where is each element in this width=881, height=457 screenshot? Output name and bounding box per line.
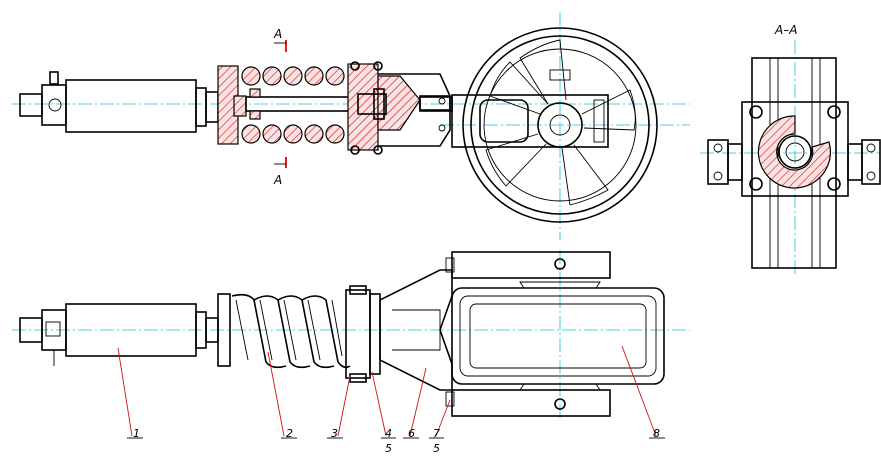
yoke-side-bars — [451, 251, 611, 417]
section-a-a-view: A–A — [700, 23, 881, 275]
callout-5-right: 5 — [433, 442, 440, 455]
callout-5-left: 5 — [385, 442, 392, 455]
callout-numbers: 1 2 3 4 5 6 7 5 8 — [133, 427, 660, 455]
yoke-top — [451, 94, 609, 148]
section-cut-marks: A A — [273, 27, 287, 187]
idler-wheel-plan — [451, 281, 665, 391]
spring-section-top — [217, 61, 451, 155]
callout-7: 7 — [433, 427, 440, 440]
callout-2: 2 — [286, 427, 293, 440]
cut-mark-a-top: A — [273, 27, 282, 41]
hydraulic-cylinder-top — [19, 71, 219, 133]
idler-wheel-top — [462, 27, 658, 223]
callout-6: 6 — [408, 427, 415, 440]
callout-4: 4 — [385, 427, 392, 440]
section-a-a-title: A–A — [774, 23, 797, 37]
cut-mark-a-bottom: A — [273, 173, 282, 187]
callout-leaders — [117, 345, 665, 439]
callout-3: 3 — [331, 427, 338, 440]
clevis-bottom — [379, 257, 455, 407]
callout-1: 1 — [133, 427, 140, 440]
flange-plate-bottom — [345, 285, 381, 383]
callout-8: 8 — [653, 427, 660, 440]
bottom-plan-view — [12, 250, 690, 420]
top-section-view: A A — [12, 12, 690, 240]
spring-helix — [217, 293, 351, 369]
